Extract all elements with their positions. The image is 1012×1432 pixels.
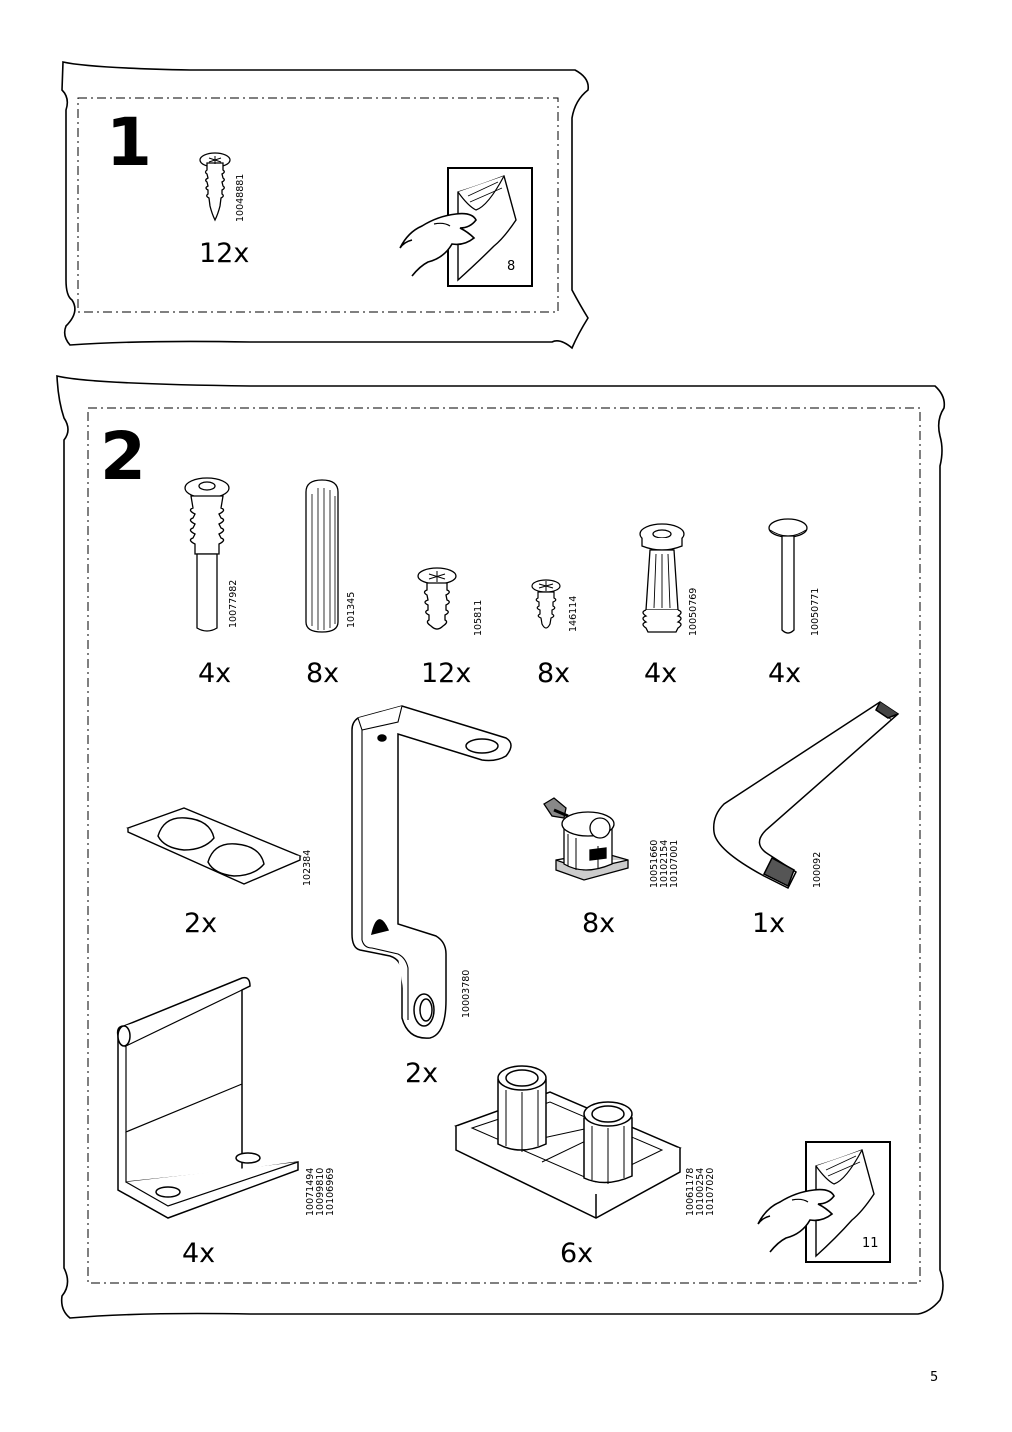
part-code: 100092 [812, 851, 823, 888]
hinge-bracket-icon [116, 976, 299, 1219]
part-quantity: 2x [184, 908, 218, 939]
part-quantity: 2x [405, 1058, 439, 1089]
allen-key-icon [712, 701, 900, 890]
part-code: 10106969 [325, 1167, 336, 1216]
part-quantity: 4x [768, 658, 802, 689]
screw-icon [199, 152, 231, 222]
step-1-number: 1 [106, 104, 152, 181]
part-code: 10050769 [688, 587, 699, 636]
metal-bracket-icon [351, 705, 512, 1039]
part-code: 10107001 [669, 839, 680, 888]
part-quantity: 8x [306, 658, 340, 689]
part-code: 10050771 [810, 587, 821, 636]
connector-bolt-icon [184, 477, 230, 632]
screw-icon [417, 567, 457, 630]
bag-1-outline [61, 61, 590, 350]
small-screw-icon [531, 579, 561, 629]
page-reference-number: 11 [862, 1236, 879, 1251]
cam-lock-icon [543, 797, 629, 881]
part-code: 10003780 [461, 969, 472, 1018]
bumper-pad-icon [126, 807, 302, 885]
part-quantity: 1x [752, 908, 786, 939]
part-quantity: 12x [421, 658, 472, 689]
part-quantity: 8x [582, 908, 616, 939]
part-code: 105811 [473, 599, 484, 636]
part-code: 10107020 [705, 1167, 716, 1216]
part-quantity: 4x [644, 658, 678, 689]
pin-icon [768, 518, 808, 634]
part-code: 101345 [346, 591, 357, 628]
part-quantity: 12x [199, 238, 250, 269]
part-quantity: 4x [198, 658, 232, 689]
expansion-plug-icon [639, 523, 685, 633]
bag-2-outline [56, 374, 946, 1319]
peel-booklet-icon [399, 167, 533, 287]
step-2-number: 2 [100, 418, 146, 495]
foot-base-icon [454, 1065, 682, 1219]
wooden-dowel-icon [305, 479, 339, 633]
page-reference-number: 8 [507, 259, 516, 274]
part-quantity: 4x [182, 1238, 216, 1269]
part-quantity: 6x [560, 1238, 594, 1269]
part-code: 146114 [568, 595, 579, 632]
part-code: 10077982 [228, 579, 239, 628]
page-number: 5 [930, 1370, 939, 1385]
part-code: 102384 [302, 849, 313, 886]
part-code: 10048881 [235, 173, 246, 222]
part-quantity: 8x [537, 658, 571, 689]
peel-booklet-icon [757, 1141, 891, 1263]
